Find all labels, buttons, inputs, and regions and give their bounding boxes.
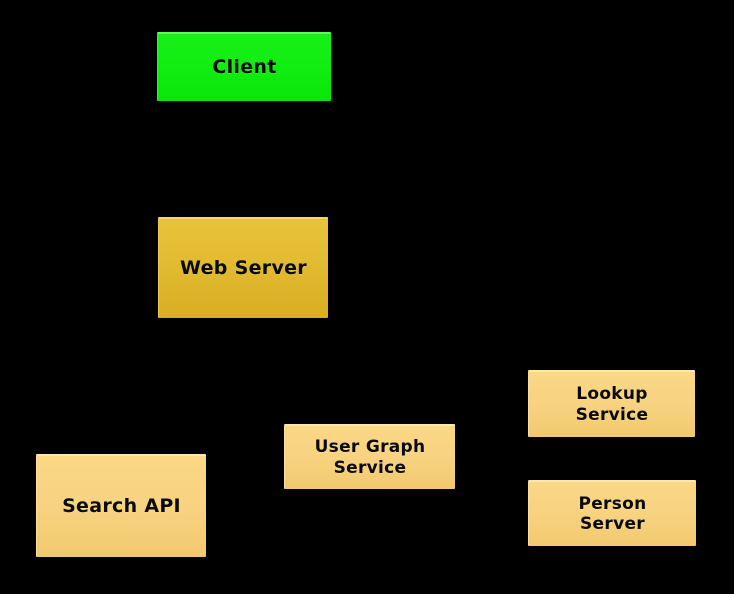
node-lookup-service[interactable]: Lookup Service <box>528 370 695 437</box>
node-lookup-service-label: Lookup Service <box>575 384 649 425</box>
node-person-server[interactable]: Person Server <box>528 480 696 546</box>
node-user-graph-service[interactable]: User Graph Service <box>284 424 455 489</box>
node-user-graph-service-label: User Graph Service <box>314 437 426 478</box>
node-web-server-label: Web Server <box>180 257 307 280</box>
node-search-api[interactable]: Search API <box>36 454 206 557</box>
node-client-label: Client <box>212 56 277 79</box>
node-web-server[interactable]: Web Server <box>158 217 328 318</box>
node-person-server-label: Person Server <box>578 493 647 534</box>
node-client[interactable]: Client <box>157 32 331 101</box>
node-search-api-label: Search API <box>62 495 181 518</box>
